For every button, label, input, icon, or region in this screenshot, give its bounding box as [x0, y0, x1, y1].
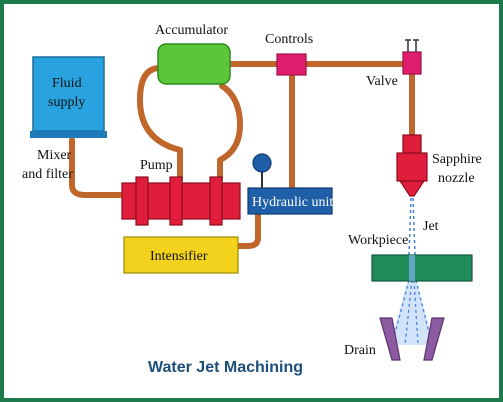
label-pump: Pump: [140, 158, 173, 173]
pipe-hydraulic-intensifier: [235, 209, 261, 249]
fluid-supply-tank: [30, 56, 107, 138]
label-valve: Valve: [366, 74, 398, 89]
jet-spray: [390, 280, 434, 345]
label-mixer-2: and filter: [22, 167, 73, 182]
intensifier: [123, 236, 239, 274]
workpiece-cut: [409, 255, 415, 281]
valve: [402, 39, 422, 75]
pump: [121, 176, 241, 226]
hydraulic-unit: [247, 153, 333, 215]
sapphire-nozzle: [396, 134, 428, 197]
controls-block: [276, 53, 307, 76]
label-accumulator: Accumulator: [155, 23, 228, 38]
accumulator: [157, 43, 231, 85]
label-intensifier: Intensifier: [150, 249, 208, 264]
label-fluid-supply-1: Fluid: [52, 76, 82, 91]
pipes: [69, 61, 415, 249]
label-sapphire-1: Sapphire: [432, 152, 482, 167]
pipe-supply-to-pump: [69, 137, 128, 198]
drain: [379, 317, 445, 361]
diagram-caption: Water Jet Machining: [148, 359, 303, 376]
label-sapphire-2: nozzle: [438, 171, 475, 186]
label-fluid-supply-2: supply: [48, 95, 85, 110]
pipe-pump-right-loop: [217, 83, 243, 183]
workpiece: [371, 254, 473, 282]
pipe-pump-accumulator-loop: [137, 65, 183, 183]
label-drain: Drain: [344, 343, 376, 358]
label-controls: Controls: [265, 32, 313, 47]
label-mixer-1: Mixer: [37, 148, 72, 163]
label-jet: Jet: [423, 219, 439, 234]
label-workpiece: Workpiece: [348, 233, 408, 248]
label-hydraulic-unit: Hydraulic unit: [252, 195, 333, 210]
